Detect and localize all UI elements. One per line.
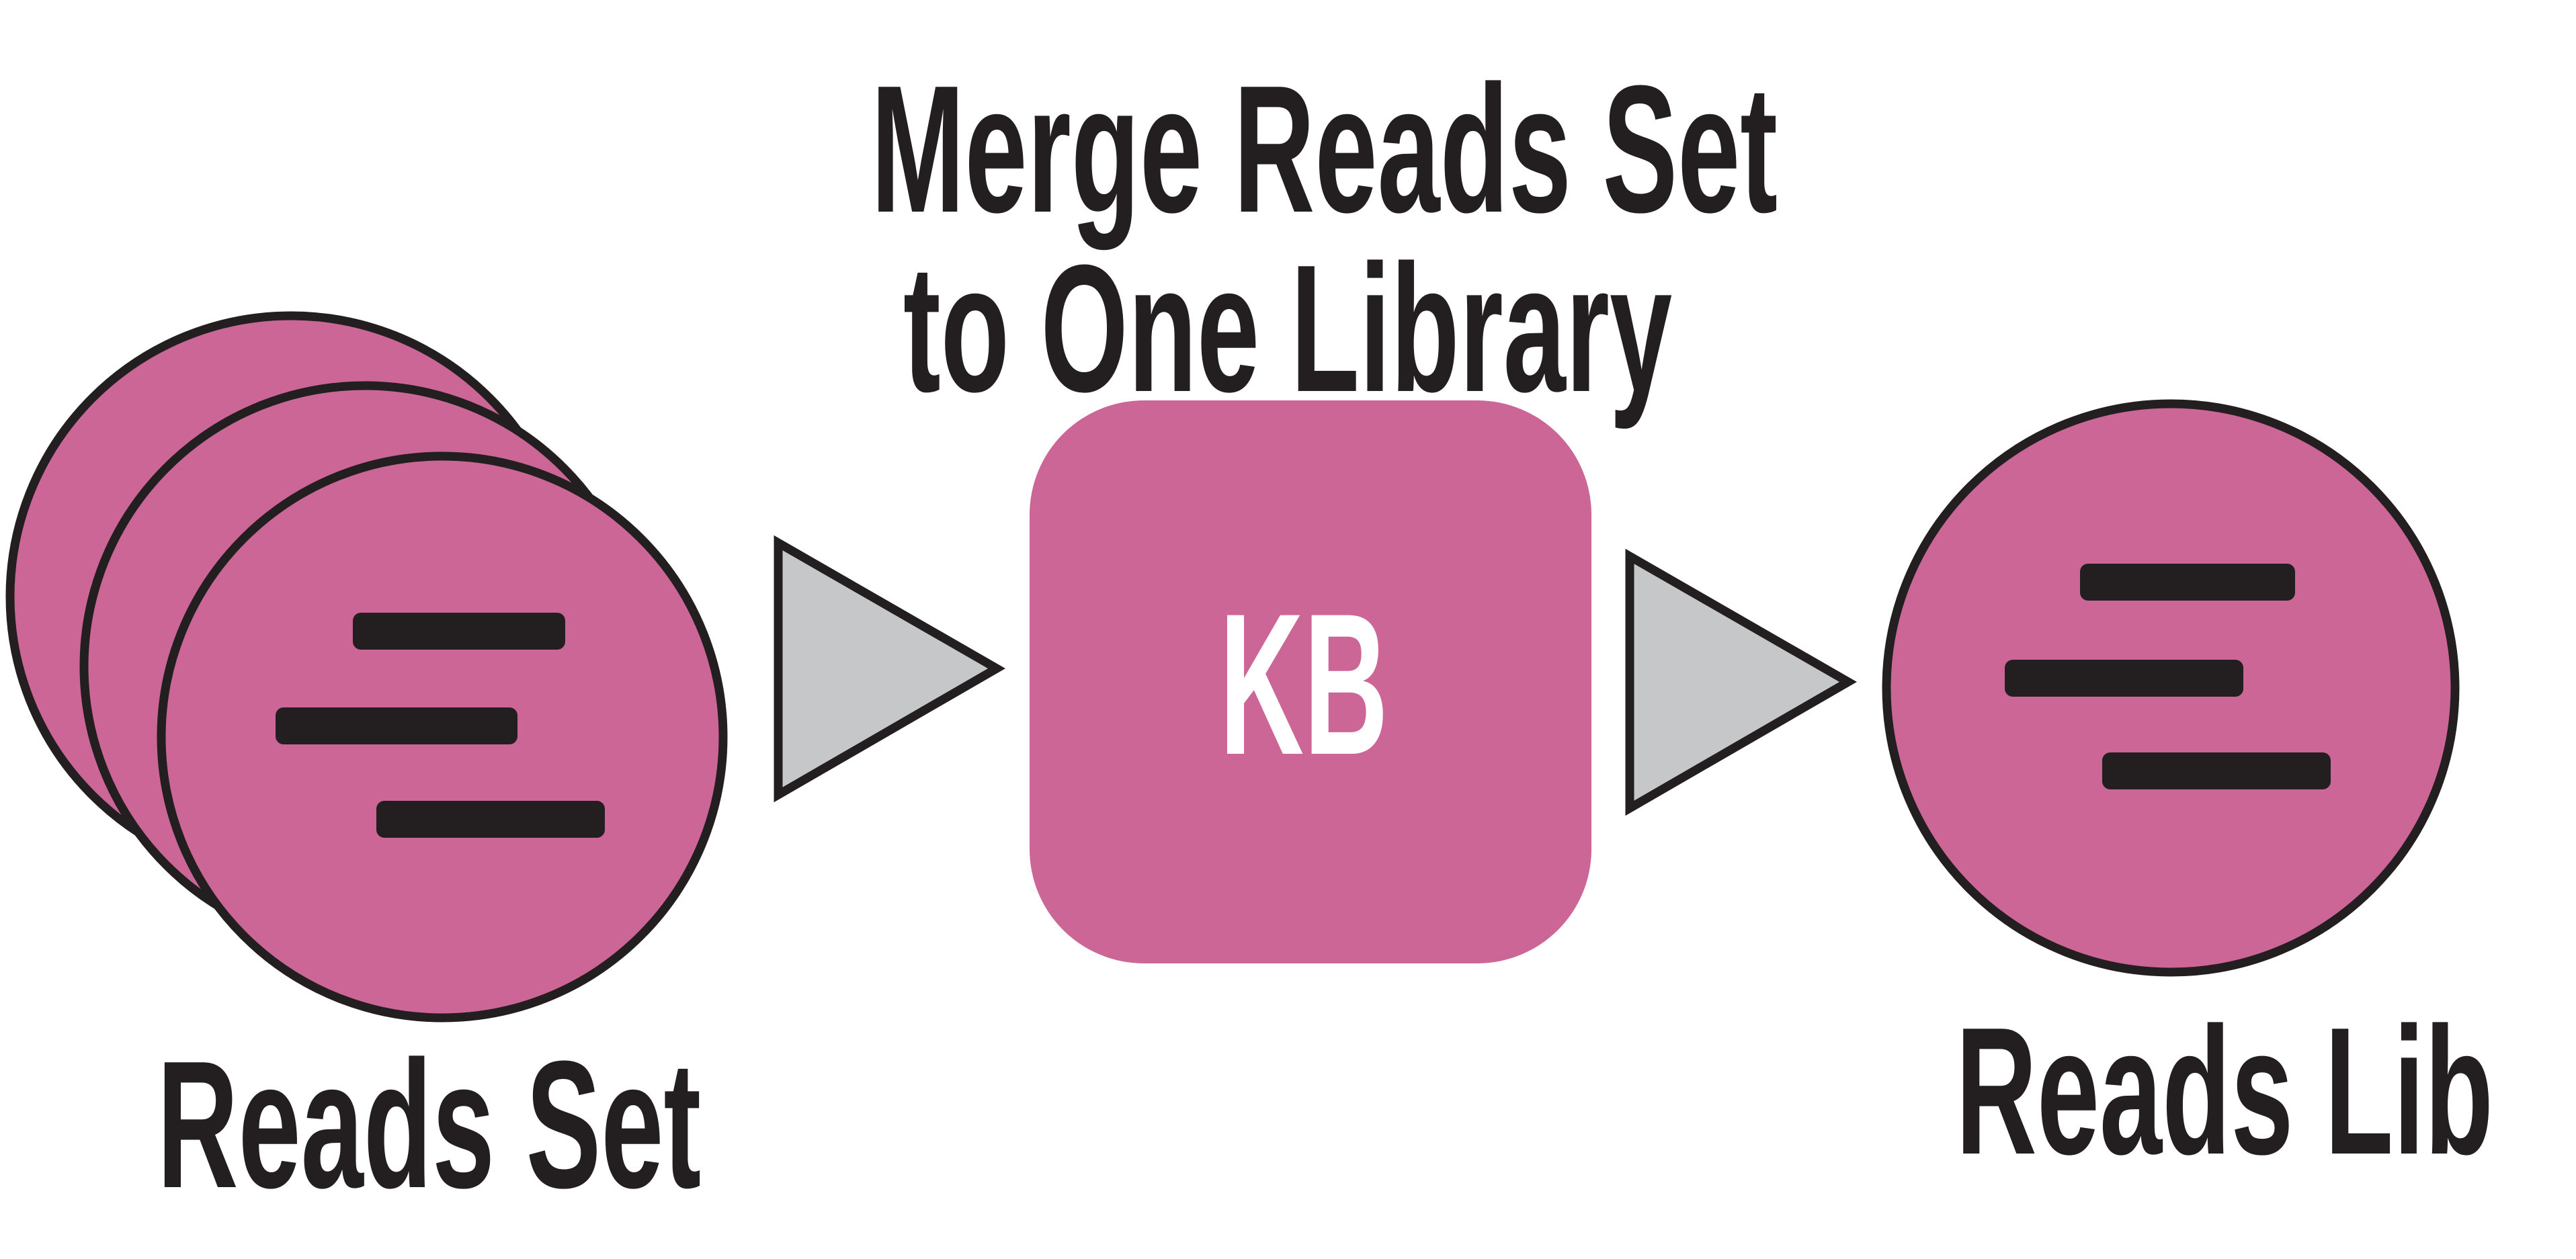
read-bar-icon [376, 801, 605, 838]
reads-set-stack-icon [5, 311, 728, 1023]
read-bar-icon [2005, 660, 2243, 697]
process-box-label: KB [1219, 571, 1388, 797]
title-line-2: to One Library [903, 228, 1673, 430]
title-line-1: Merge Reads Set [871, 48, 1778, 251]
read-bar-icon [2102, 752, 2331, 789]
kbase-app-box [1030, 400, 1591, 963]
read-bar-icon [276, 707, 517, 744]
flow-arrow-icon [1625, 548, 1858, 816]
output-label: Reads Lib [1956, 990, 2493, 1192]
read-bar-icon [2080, 564, 2295, 601]
input-label: Reads Set [157, 1024, 702, 1226]
read-bar-icon [353, 613, 565, 650]
reads-library-icon [1882, 399, 2460, 977]
flow-arrow-icon [774, 535, 1006, 803]
